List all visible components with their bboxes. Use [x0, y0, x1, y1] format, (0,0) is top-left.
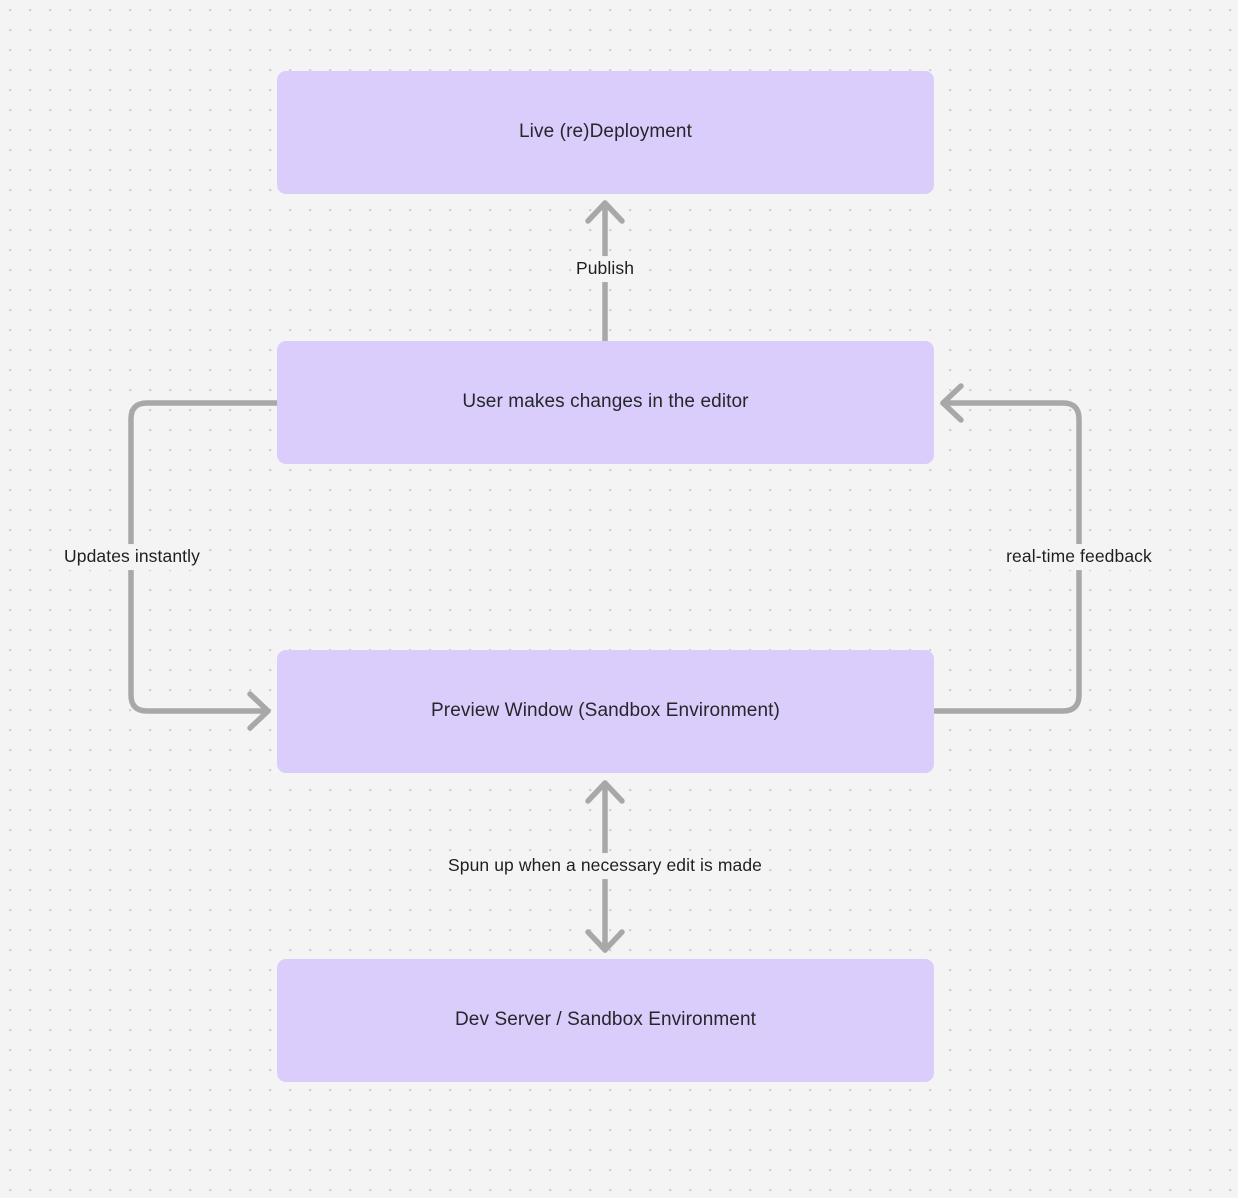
node-label: Live (re)Deployment	[519, 121, 692, 143]
node-preview-window[interactable]: Preview Window (Sandbox Environment)	[277, 650, 934, 773]
edge-label-publish[interactable]: Publish	[570, 256, 640, 282]
node-live-deployment[interactable]: Live (re)Deployment	[277, 71, 934, 194]
node-user-edits[interactable]: User makes changes in the editor	[277, 341, 934, 464]
node-label: Dev Server / Sandbox Environment	[454, 1009, 756, 1031]
node-label: Preview Window (Sandbox Environment)	[431, 700, 780, 722]
edge-label-spun-up[interactable]: Spun up when a necessary edit is made	[442, 853, 768, 879]
edge-label-real-time-feedback[interactable]: real-time feedback	[1001, 544, 1157, 570]
node-label: User makes changes in the editor	[462, 391, 749, 413]
node-dev-server[interactable]: Dev Server / Sandbox Environment	[277, 959, 934, 1082]
edge-label-updates-instantly[interactable]: Updates instantly	[59, 544, 205, 570]
